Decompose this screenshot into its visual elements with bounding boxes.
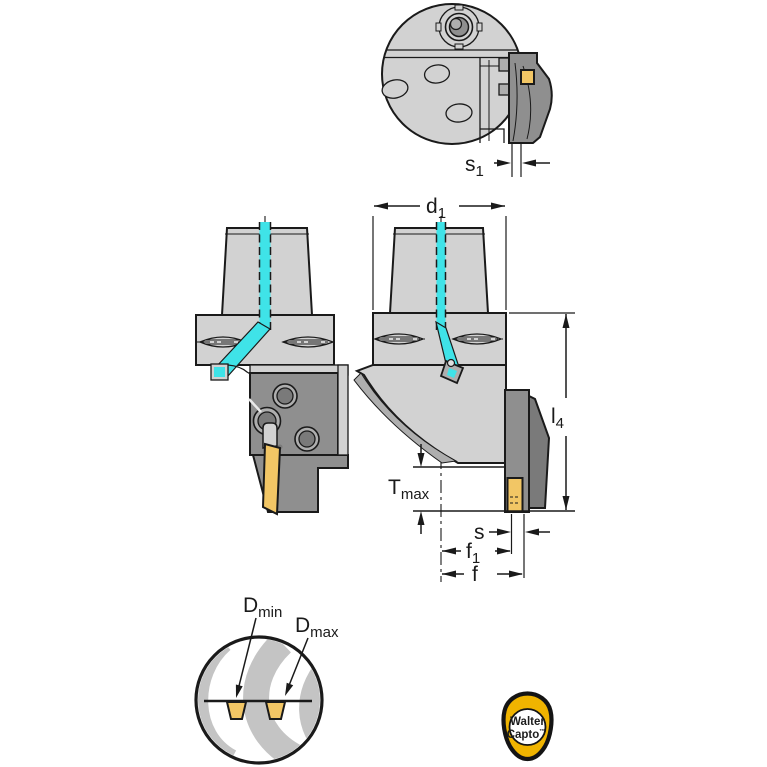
d1-arrow-left-icon bbox=[374, 202, 388, 210]
clamp-notch-s bbox=[454, 43, 464, 50]
coolant-nozzle-left-outlet bbox=[214, 367, 225, 377]
coolant-nozzle-right-outlet bbox=[447, 368, 457, 378]
dim-l4: l4 bbox=[509, 312, 575, 510]
logo-inner-circle bbox=[508, 708, 547, 746]
dim-d1: d1 bbox=[372, 195, 507, 310]
head-hole-3 bbox=[445, 103, 473, 123]
coolant-channel-right bbox=[436, 222, 446, 330]
f1-arrow-right-icon bbox=[497, 547, 511, 555]
dim-label-s1: s1 bbox=[465, 153, 484, 180]
detail-view: Dmin Dmax bbox=[194, 594, 339, 765]
flange-right-slot-1 bbox=[373, 333, 425, 345]
flange-underside-curve bbox=[227, 364, 253, 376]
blade-support-right-view bbox=[528, 394, 551, 509]
coolant-channel-left bbox=[259, 222, 271, 330]
dim-label-d1: d1 bbox=[426, 195, 446, 222]
clamp-notch-e bbox=[476, 22, 483, 32]
logo-text-line1: Walter bbox=[510, 716, 545, 728]
head-screw-hole-1-inner bbox=[276, 387, 294, 405]
walter-capto-logo: Walter Capto™ bbox=[501, 691, 554, 762]
dmin-arrow-icon bbox=[235, 684, 243, 698]
dim-label-l4: l4 bbox=[551, 405, 564, 432]
flange-right-slot-2 bbox=[451, 333, 503, 345]
l4-arrow-down-icon bbox=[562, 496, 570, 510]
head-left-edge-strip bbox=[337, 364, 349, 456]
insert-blade-left-view bbox=[261, 442, 282, 516]
coolant-nozzle-screw bbox=[446, 358, 456, 368]
head-notch bbox=[480, 128, 505, 143]
dim-label-dmax: Dmax bbox=[295, 614, 339, 641]
s1-arrow-right-icon bbox=[497, 159, 511, 167]
head-right-body bbox=[354, 364, 530, 464]
dim-s1: s1 bbox=[465, 143, 550, 180]
insert-profile-min bbox=[225, 701, 248, 720]
l4-arrow-up-icon bbox=[562, 314, 570, 328]
f-arrow-right-icon bbox=[509, 570, 523, 578]
top-view: s1 bbox=[381, 3, 553, 180]
f-arrow-left-icon bbox=[442, 570, 456, 578]
side-view-right: d1 l4 Tmax s bbox=[353, 195, 575, 586]
dim-s: s bbox=[474, 514, 550, 578]
clamp-notch-n bbox=[454, 4, 464, 11]
s-arrow-left-icon bbox=[525, 528, 539, 536]
s-arrow-right-icon bbox=[497, 528, 511, 536]
flange-left-slot-2 bbox=[281, 336, 335, 348]
dim-label-f1: f1 bbox=[466, 540, 480, 567]
insert-top-view bbox=[520, 69, 535, 85]
dim-f1: f1 bbox=[442, 540, 511, 567]
insert-profile-max bbox=[264, 701, 287, 720]
head-screw-hole-3-inner bbox=[298, 430, 316, 448]
dim-label-dmin: Dmin bbox=[243, 594, 282, 621]
head-highlight-line bbox=[248, 398, 262, 413]
s1-arrow-left-icon bbox=[522, 159, 536, 167]
tmax-arrow-down-icon bbox=[417, 453, 425, 467]
head-right-chamfer-face bbox=[353, 372, 458, 464]
blade-curve-line-1 bbox=[512, 62, 518, 142]
dmin-leader-line bbox=[237, 617, 257, 691]
clamp-screw bbox=[435, 4, 483, 50]
d1-arrow-right-icon bbox=[491, 202, 505, 210]
clamp-notch-w bbox=[435, 22, 442, 32]
side-view-left bbox=[195, 216, 349, 516]
tmax-arrow-up-icon bbox=[417, 511, 425, 525]
dim-label-s: s bbox=[474, 521, 485, 544]
dmax-arrow-icon bbox=[285, 682, 294, 696]
dim-f: f bbox=[442, 563, 523, 586]
dim-label-tmax: Tmax bbox=[388, 476, 430, 503]
head-hole-1 bbox=[381, 79, 409, 99]
clamp-circle-core bbox=[449, 17, 463, 31]
insert-right-view bbox=[506, 477, 524, 513]
dmax-leader-line bbox=[287, 637, 309, 689]
dim-tmax: Tmax bbox=[388, 444, 575, 534]
head-hole-2 bbox=[423, 64, 451, 84]
dim-label-f: f bbox=[472, 563, 478, 586]
insert-clamp-slot bbox=[262, 422, 278, 449]
f1-arrow-left-icon bbox=[442, 547, 456, 555]
logo-text-line2: Capto™ bbox=[507, 728, 546, 741]
